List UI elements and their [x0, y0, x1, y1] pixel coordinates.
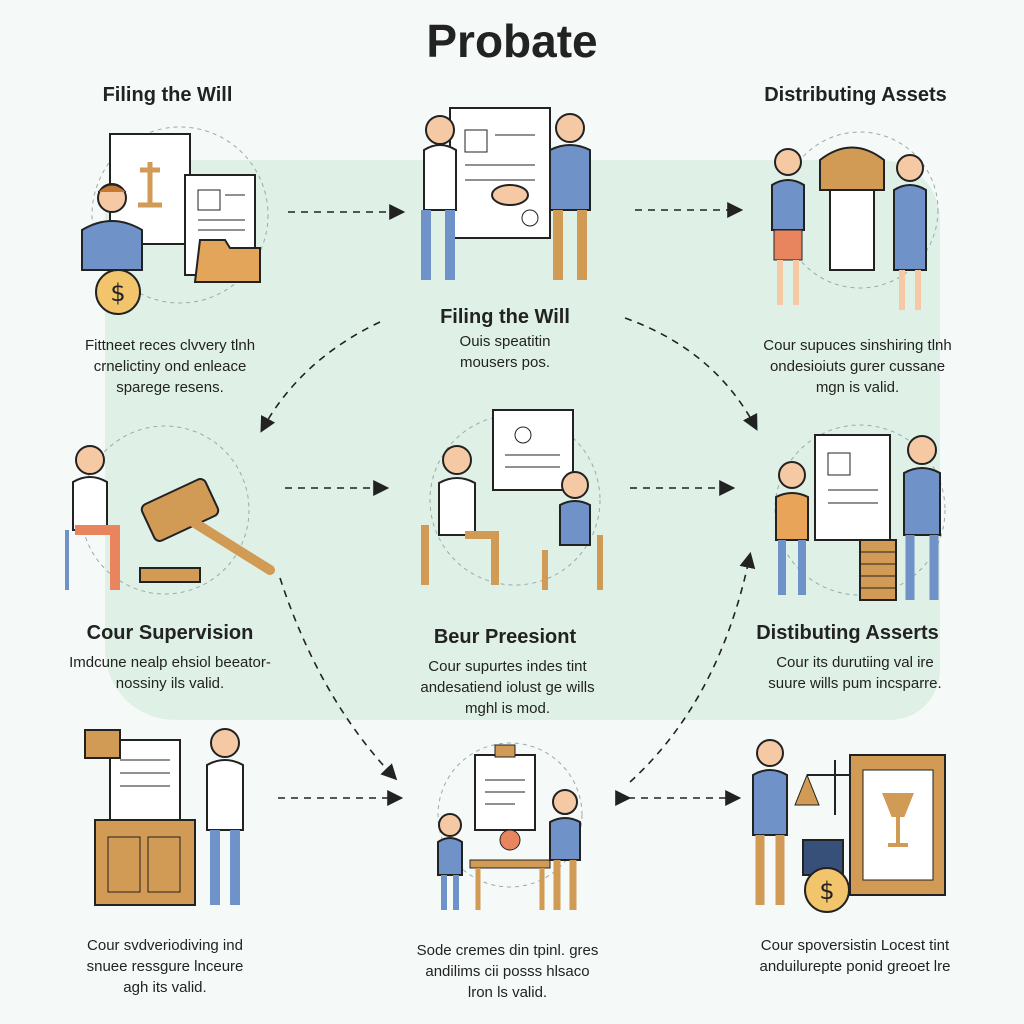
step-desc-3: Cour supuces sinshiring tlnh ondesioiuts…	[730, 335, 985, 398]
person-man	[752, 739, 788, 905]
person-boy	[775, 461, 809, 595]
scene-meeting	[421, 409, 603, 590]
urn-pedestal	[819, 146, 885, 271]
step-heading-3: Distributing Assets	[764, 84, 947, 106]
desc-line: crnelictiny ond enleace	[93, 358, 247, 375]
step-desc-9: Cour spoversistin Locest tint anduilurep…	[725, 935, 985, 977]
person-woman-right	[893, 154, 927, 310]
person-right	[549, 113, 591, 280]
person-man	[549, 789, 581, 910]
document-icon	[449, 107, 551, 239]
scale-icon	[794, 760, 863, 815]
page-title: Probate	[426, 15, 598, 67]
scene-filing-will: $	[81, 126, 269, 315]
step-desc-2: Ouis speatitin mousers pos.	[410, 331, 600, 373]
scene-scales: $	[752, 739, 946, 913]
desc-line: agh its valid.	[123, 979, 207, 996]
desc-line: sparege resens.	[116, 379, 224, 396]
person-man	[903, 435, 941, 600]
scene-lectern	[84, 728, 244, 906]
coin-stack-icon	[859, 539, 897, 601]
handshake-icon	[491, 184, 529, 206]
scene-court-supervision	[65, 425, 275, 595]
scene-handshake	[421, 107, 591, 280]
step-desc-5: Cour supurtes indes tint andesatiend iol…	[390, 656, 625, 719]
desc-line: mgn is valid.	[815, 379, 900, 396]
desc-line: ondesioiuts gurer cussane	[769, 358, 946, 375]
desc-line: andesatiend iolust ge wills	[420, 679, 595, 696]
desc-line: Imdcune nealp ehsiol beeator-	[69, 654, 271, 671]
desc-line: Cour supuces sinshiring tlnh	[763, 337, 952, 354]
desc-line: Sode cremes din tpinl. gres	[416, 942, 599, 959]
desc-line: Cour spoversistin Locest tint	[760, 937, 950, 954]
desc-line: mghl is mod.	[464, 700, 551, 717]
person-woman-sitting	[542, 471, 603, 590]
person-man-sitting	[421, 445, 499, 585]
scene-desk-review	[437, 742, 583, 910]
person-man	[81, 183, 143, 271]
scene-distributing-assets	[771, 131, 939, 310]
step-heading-1: Filing the Will	[102, 84, 233, 106]
desc-line: Cour supurtes indes tint	[428, 658, 587, 675]
document-icon	[84, 729, 181, 821]
desc-line: snuee ressgure lnceure	[86, 958, 244, 975]
person-man-standing	[206, 728, 244, 905]
frame-trophy	[849, 754, 946, 896]
scene-distributing-asserts	[774, 424, 946, 601]
person-boy	[437, 813, 463, 910]
person-left	[421, 115, 457, 280]
document-icon	[474, 744, 536, 831]
folder-icon	[193, 239, 261, 283]
desc-line: anduilurepte ponid greoet lre	[759, 958, 951, 975]
desc-line: Ouis speatitin	[459, 333, 551, 350]
step-heading-4: Cour Supervision	[86, 622, 254, 644]
dollar-coin-icon: $	[802, 839, 850, 913]
step-heading-2: Filing the Will	[440, 306, 570, 328]
dollar-coin-icon: $	[95, 269, 141, 315]
lectern-desk	[94, 819, 196, 906]
svg-text:$: $	[819, 877, 834, 905]
step-desc-7: Cour svdveriodiving ind snuee ressgure l…	[50, 935, 280, 998]
desc-line: mousers pos.	[459, 354, 551, 371]
step-desc-4: Imdcune nealp ehsiol beeator- nossiny il…	[40, 652, 300, 694]
document-icon	[492, 409, 574, 491]
step-desc-1: Fittneet reces clvvery tlnh crnelictiny …	[55, 335, 285, 398]
document-icon	[814, 434, 891, 541]
desc-line: Cour its durutiing val ire	[776, 654, 934, 671]
person-woman-sitting	[65, 445, 120, 590]
desc-line: suure wills pum incsparre.	[768, 675, 942, 692]
desc-line: andilims cii posss hlsaco	[425, 963, 590, 980]
step-heading-6: Distibuting Asserts	[756, 622, 939, 644]
desc-line: Fittneet reces clvvery tlnh	[84, 337, 256, 354]
step-heading-5: Beur Preesiont	[433, 626, 577, 648]
desc-line: nossiny ils valid.	[115, 675, 225, 692]
desk	[469, 829, 551, 910]
person-woman-left	[771, 148, 805, 305]
svg-text:$: $	[110, 279, 125, 307]
desc-line: lron ls valid.	[467, 984, 548, 1001]
step-desc-6: Cour its durutiing val ire suure wills p…	[740, 652, 970, 694]
desc-line: Cour svdveriodiving ind	[87, 937, 243, 954]
step-desc-8: Sode cremes din tpinl. gres andilims cii…	[385, 940, 630, 1003]
gavel-icon	[139, 478, 275, 583]
